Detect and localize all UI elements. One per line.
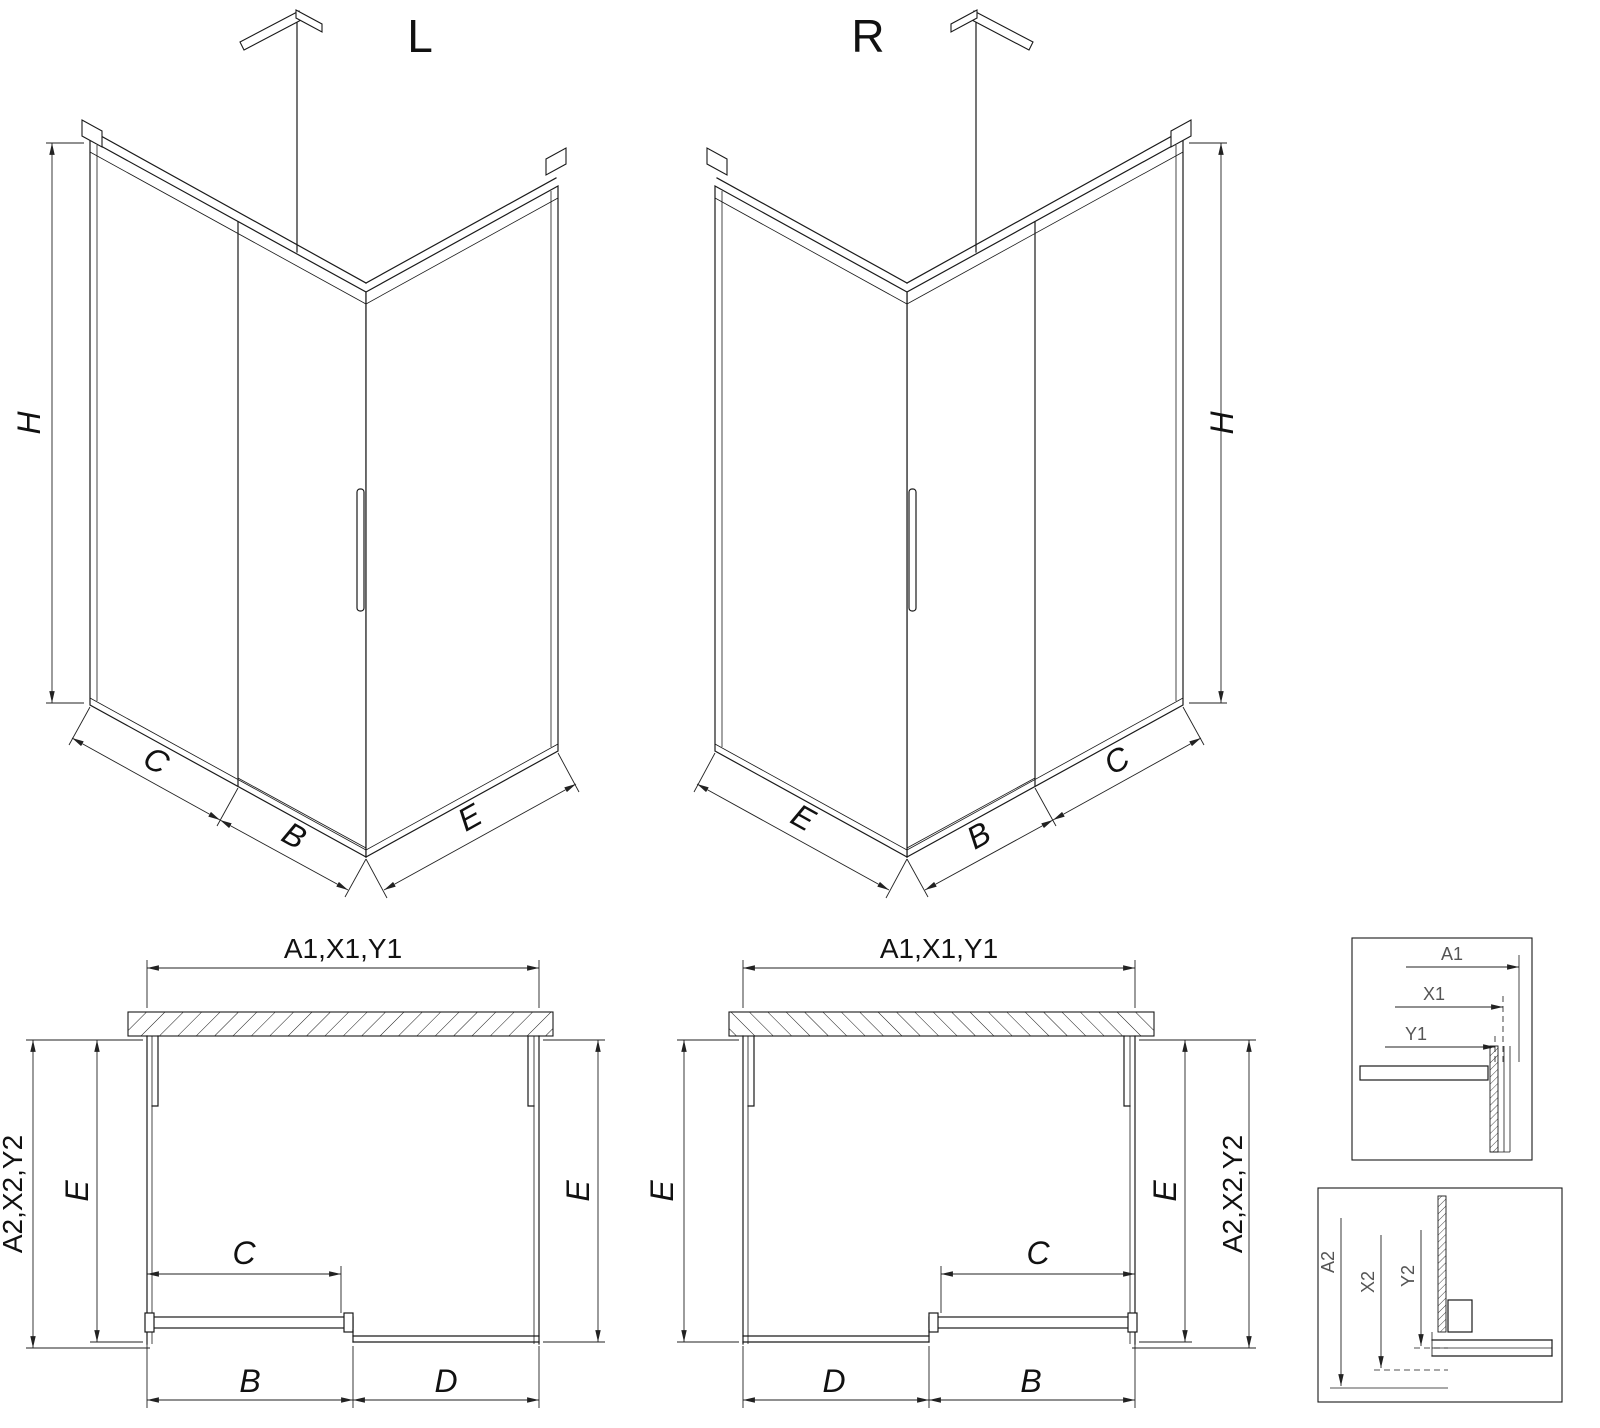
view-title-right: R — [851, 10, 884, 62]
plan-left-c: C — [232, 1235, 256, 1271]
plan-view-left: A1,X1,Y1 A2,X2,Y2 E E C B D — [0, 933, 605, 1408]
dim-label-h-right: H — [1204, 411, 1240, 435]
view-title-left: L — [407, 10, 433, 62]
iso-left-geometry — [46, 10, 579, 898]
plan-left-d: D — [434, 1363, 457, 1399]
detail-a1-label: A1 — [1441, 944, 1463, 964]
iso-view-left: L H C B E — [11, 10, 579, 898]
plan-right-b: B — [1020, 1363, 1041, 1399]
plan-left-e-right: E — [560, 1180, 596, 1202]
plan-left-geometry — [26, 960, 605, 1408]
detail-x1-label: X1 — [1423, 984, 1445, 1004]
iso-view-right: R H C B E — [694, 10, 1240, 898]
plan-right-e-left: E — [644, 1180, 680, 1202]
plan-view-right: A1,X1,Y1 E C D B E A2,X2,Y2 — [644, 933, 1256, 1408]
plan-right-top-dim: A1,X1,Y1 — [880, 933, 998, 964]
plan-left-top-dim: A1,X1,Y1 — [284, 933, 402, 964]
detail-y1-label: Y1 — [1405, 1024, 1427, 1044]
detail-a2-label: A2 — [1318, 1251, 1338, 1273]
plan-left-outer-dim: A2,X2,Y2 — [0, 1135, 28, 1253]
plan-right-e-right: E — [1147, 1180, 1183, 1202]
iso-right-geometry — [694, 10, 1227, 898]
plan-right-outer-dim: A2,X2,Y2 — [1217, 1135, 1248, 1253]
plan-right-c: C — [1026, 1235, 1050, 1271]
dim-label-b-left: B — [276, 814, 312, 856]
plan-left-e-left: E — [59, 1180, 95, 1202]
detail-y2-label: Y2 — [1398, 1265, 1418, 1287]
detail-view-bottom: A2 X2 Y2 — [1317, 1187, 1563, 1403]
detail-view-top: A1 X1 Y1 — [1351, 937, 1533, 1161]
dim-label-h-left: H — [11, 411, 47, 435]
plan-left-b: B — [239, 1363, 260, 1399]
plan-right-d: D — [822, 1363, 845, 1399]
detail-x2-label: X2 — [1358, 1271, 1378, 1293]
dim-label-b-right: B — [961, 814, 997, 856]
